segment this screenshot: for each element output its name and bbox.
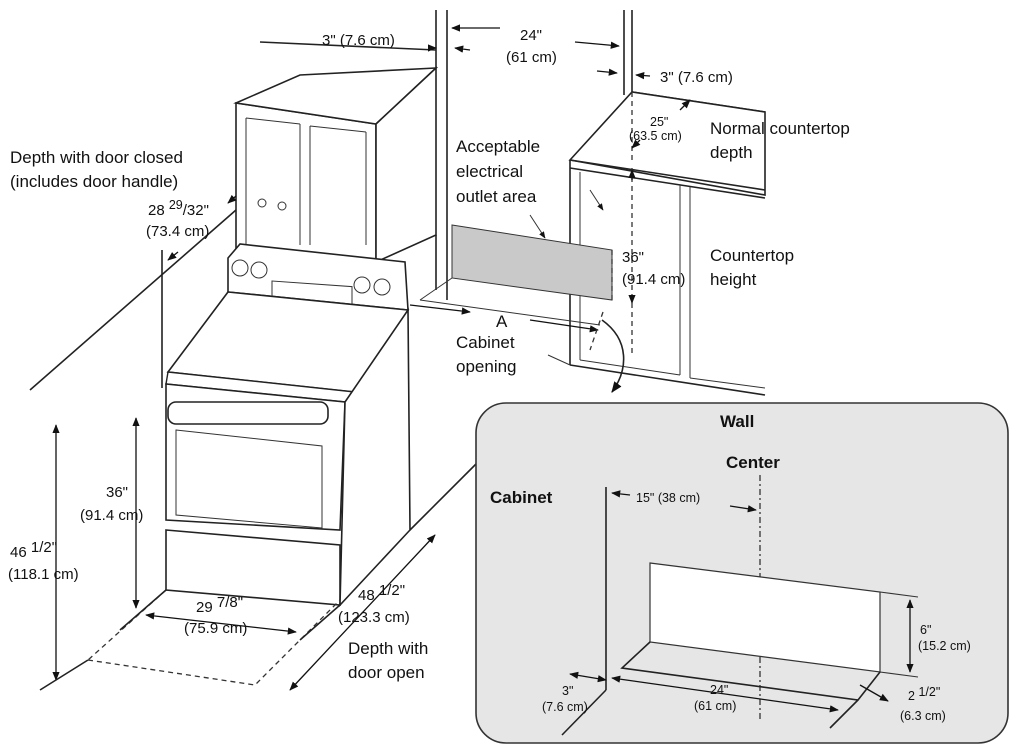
countertop-height-cm: (91.4 cm) [622, 271, 685, 288]
inset-right-value: 2 1/2" [908, 685, 940, 703]
range-knob-icon [353, 276, 371, 294]
inset-cabinet-label: Cabinet [490, 488, 553, 507]
inset-width-in: 24" [710, 683, 728, 697]
outlet-label-1: Acceptable [456, 137, 540, 156]
right-cabinet [547, 91, 766, 396]
range-knob-icon [250, 261, 268, 279]
inset-center-label: Center [726, 453, 780, 472]
inset-pointer-arrow [601, 319, 625, 393]
width-value: 29 7/8" [196, 594, 243, 616]
closed-depth-label-2: (includes door handle) [10, 172, 178, 191]
cabinet-knob-icon [257, 198, 267, 208]
inset-height-cm: (15.2 cm) [918, 639, 971, 653]
closed-depth-label-1: Depth with door closed [10, 148, 183, 167]
inset-wall-label: Wall [720, 412, 754, 431]
countertop-depth-in: 25" [650, 115, 668, 129]
countertop-height-label-1: Countertop [710, 246, 794, 265]
oven-height-cm: (91.4 cm) [80, 507, 143, 524]
range-illustration [165, 243, 411, 608]
outlet-label-2: electrical [456, 162, 523, 181]
inset-left-cm: (7.6 cm) [542, 700, 588, 714]
opening-letter: A [496, 312, 508, 331]
total-height-cm: (118.1 cm) [8, 566, 79, 583]
countertop-depth-cm: (63.5 cm) [629, 129, 682, 143]
opening-label-2: opening [456, 357, 517, 376]
top-right-gap-label: 3" (7.6 cm) [660, 69, 733, 86]
open-depth-label-1: Depth with [348, 639, 428, 658]
opening-label-1: Cabinet [456, 333, 515, 352]
inset-right-cm: (6.3 cm) [900, 709, 946, 723]
closed-depth-cm: (73.4 cm) [146, 223, 209, 240]
countertop-height-in: 36" [622, 249, 644, 266]
top-opening-in: 24" [520, 27, 542, 44]
inset-height-in: 6" [920, 623, 931, 637]
cabinet-knob-icon [277, 201, 287, 211]
closed-depth-value: 28 29/32" [148, 198, 209, 219]
range-knob-icon [231, 259, 249, 277]
outlet-area [451, 224, 613, 301]
open-depth-label-2: door open [348, 663, 425, 682]
outlet-label-3: outlet area [456, 187, 537, 206]
left-wall-cabinet [233, 66, 439, 264]
countertop-height-label-2: height [710, 270, 757, 289]
range-knob-icon [373, 278, 391, 296]
top-opening-cm: (61 cm) [506, 49, 557, 66]
width-cm: (75.9 cm) [184, 620, 247, 637]
countertop-depth-label-2: depth [710, 143, 753, 162]
open-depth-value: 48 1/2" [358, 582, 405, 604]
countertop-depth-label-1: Normal countertop [710, 119, 850, 138]
top-left-gap-label: 3" (7.6 cm) [322, 32, 395, 49]
inset-width-cm: (61 cm) [694, 699, 736, 713]
total-height-value: 46 1/2" [10, 539, 57, 561]
inset-left-in: 3" [562, 684, 573, 698]
oven-height-in: 36" [106, 484, 128, 501]
inset-center-offset: 15" (38 cm) [636, 491, 700, 505]
open-depth-cm: (123.3 cm) [338, 609, 410, 626]
